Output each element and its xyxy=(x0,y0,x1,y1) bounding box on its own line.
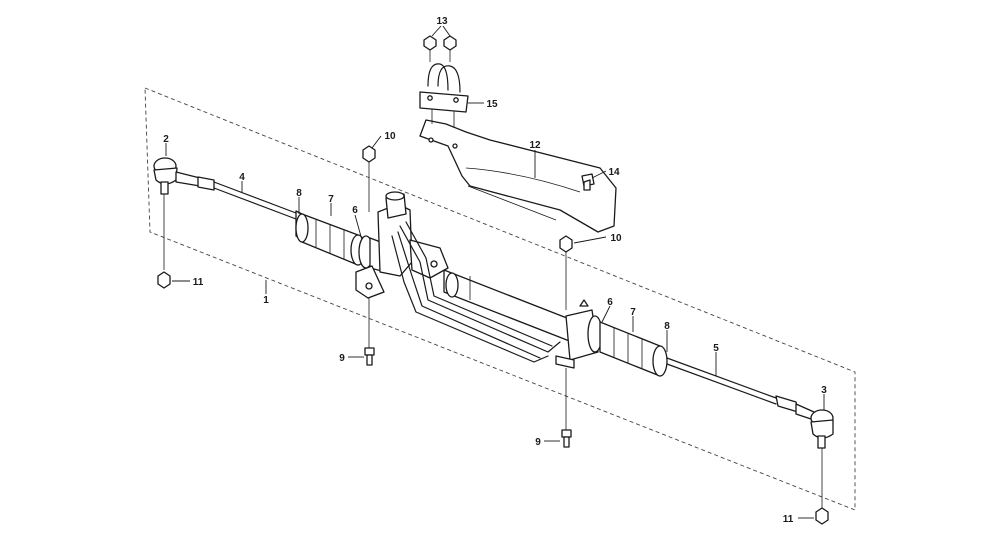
nuts-13 xyxy=(423,35,457,62)
bolt-right xyxy=(561,368,572,448)
callout-2: 2 xyxy=(163,134,169,145)
callout-12: 12 xyxy=(529,140,541,151)
callout-3: 3 xyxy=(821,385,827,396)
right-clamp xyxy=(555,299,603,369)
assembly-boundary xyxy=(144,87,856,511)
callout-6-left: 6 xyxy=(352,205,358,216)
callout-11-left: 11 xyxy=(193,277,204,288)
bracket-15 xyxy=(419,63,469,113)
rack-housing-tube xyxy=(443,269,573,343)
left-tie-rod-end xyxy=(153,157,201,270)
callout-14: 14 xyxy=(608,167,620,178)
heat-shield xyxy=(419,98,617,233)
callout-4: 4 xyxy=(239,172,245,183)
left-boot xyxy=(295,210,366,266)
callout-10-left: 10 xyxy=(384,131,396,142)
clip-14 xyxy=(581,173,595,191)
right-tie-rod xyxy=(666,357,799,413)
callout-8-right: 8 xyxy=(664,321,670,332)
right-tie-rod-end xyxy=(795,403,834,512)
callout-9-left: 9 xyxy=(339,353,345,364)
callout-9-right: 9 xyxy=(535,437,541,448)
bolt-left xyxy=(364,298,375,366)
callout-8-left: 8 xyxy=(296,188,302,199)
nut-11-right xyxy=(815,507,829,525)
valve-housing xyxy=(355,191,449,299)
callout-5: 5 xyxy=(713,343,719,354)
left-tie-rod xyxy=(197,176,297,220)
callout-11-right: 11 xyxy=(783,514,794,525)
callout-7-left: 7 xyxy=(328,194,334,205)
hydraulic-lines xyxy=(391,221,561,363)
callout-1: 1 xyxy=(263,295,269,306)
leader-lines xyxy=(165,25,825,519)
right-boot xyxy=(599,321,668,377)
nut-10-left xyxy=(362,145,376,212)
callout-15: 15 xyxy=(486,99,498,110)
nut-11-left xyxy=(157,271,171,289)
callout-10-right: 10 xyxy=(610,233,622,244)
nut-10-right xyxy=(559,235,573,310)
callout-7-right: 7 xyxy=(630,307,636,318)
callout-6-right: 6 xyxy=(607,297,613,308)
callout-13: 13 xyxy=(436,16,448,27)
